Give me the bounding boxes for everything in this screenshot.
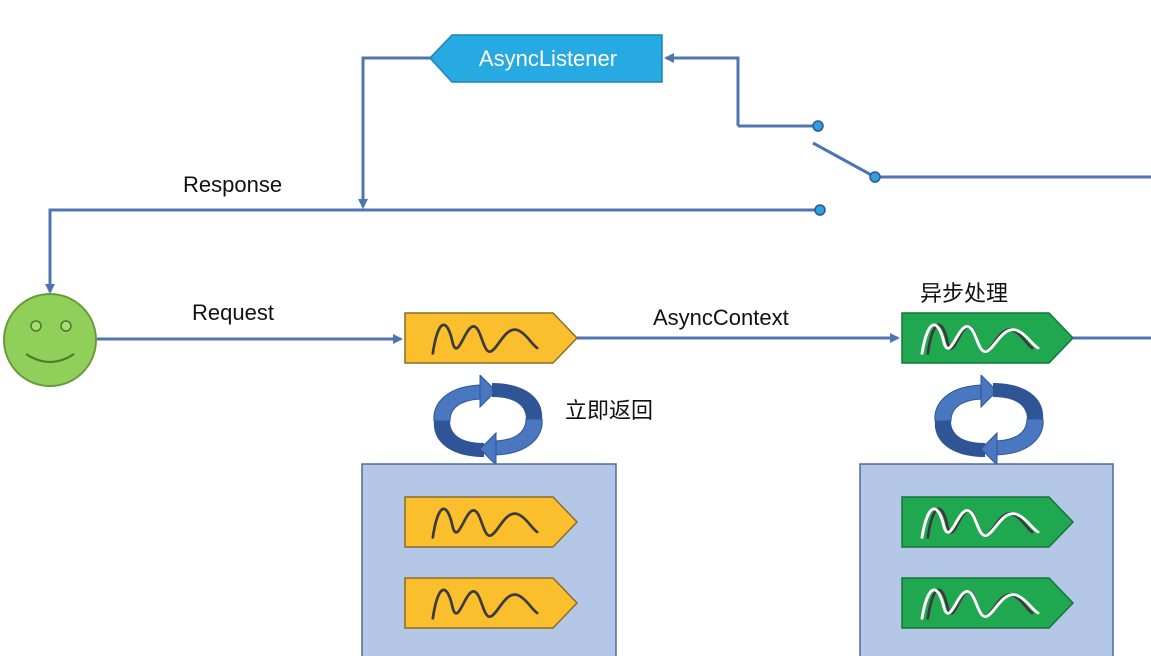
user-smiley-icon bbox=[3, 293, 97, 387]
async-cycle-arrows-icon bbox=[934, 375, 1044, 465]
request-thread-task bbox=[404, 312, 579, 364]
request-cycle-arrows-icon bbox=[433, 375, 543, 465]
async-listener-node: AsyncListener bbox=[428, 34, 663, 83]
pool-task bbox=[404, 496, 579, 548]
async-thread-task bbox=[901, 312, 1075, 364]
pool-task bbox=[404, 577, 579, 629]
request-thread-pool bbox=[361, 463, 617, 656]
return-immediately-label: 立即返回 bbox=[565, 399, 653, 424]
async-processing-label: 异步处理 bbox=[920, 282, 1008, 307]
switch-to-listener-line bbox=[664, 53, 740, 126]
async-listener-label: AsyncListener bbox=[479, 46, 617, 71]
switch-contact-dot bbox=[812, 120, 824, 132]
async-context-label: AsyncContext bbox=[653, 305, 789, 330]
pool-task bbox=[901, 496, 1075, 548]
switch-contact-dot bbox=[814, 204, 826, 216]
async-thread-pool bbox=[859, 463, 1114, 656]
pool-task bbox=[901, 577, 1075, 629]
request-label: Request bbox=[192, 300, 274, 325]
response-line bbox=[45, 208, 820, 294]
switch-lever bbox=[812, 141, 876, 179]
response-label: Response bbox=[183, 172, 282, 197]
async-wave-overlays bbox=[920, 323, 1040, 620]
listener-to-response-line bbox=[358, 56, 430, 209]
switch-pivot-dot bbox=[869, 171, 881, 183]
